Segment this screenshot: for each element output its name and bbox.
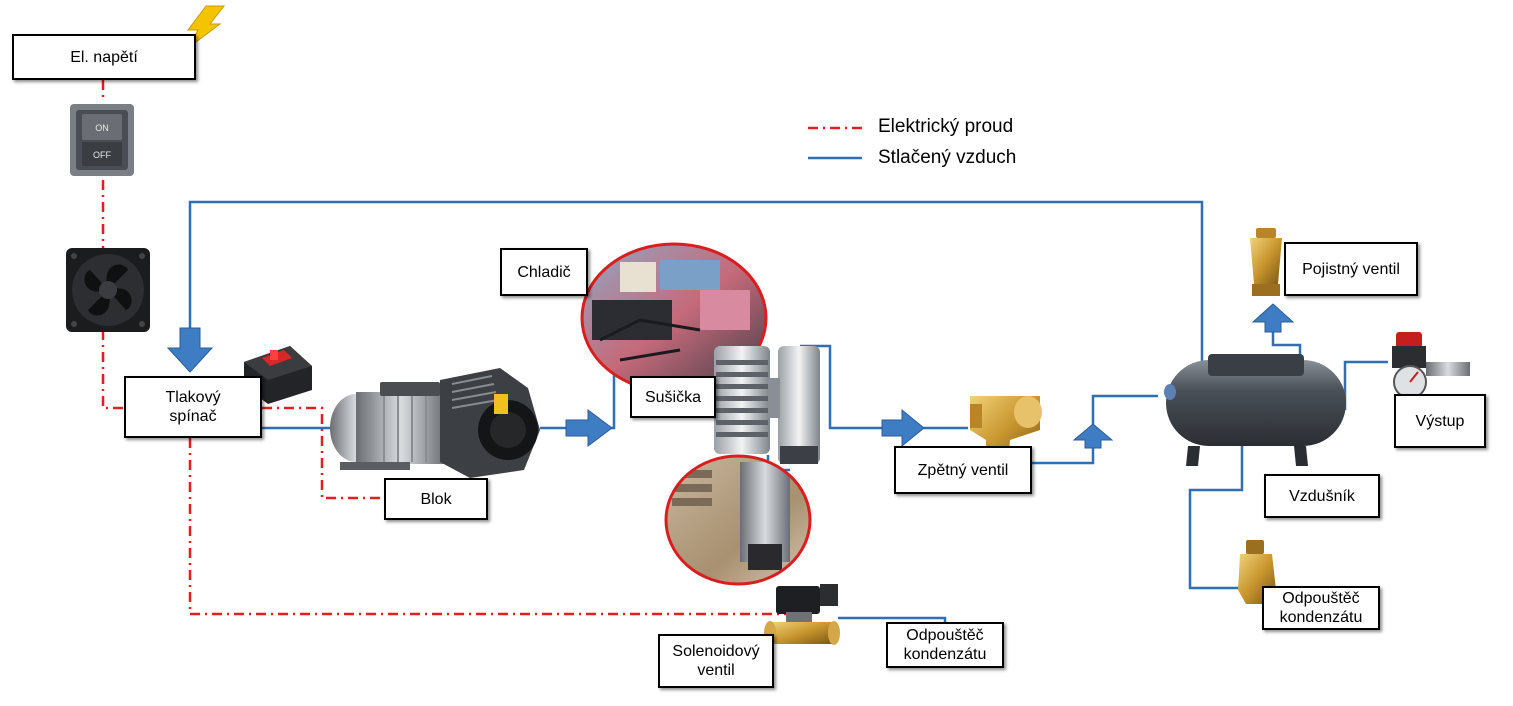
- dryer-icon: [714, 346, 820, 464]
- switch-off-text: OFF: [93, 150, 111, 160]
- label-drain-tank: Odpouštěč kondenzátu: [1262, 586, 1380, 630]
- label-safety-valve: Pojistný ventil: [1284, 242, 1418, 296]
- rocker-switch-icon: ON OFF: [70, 104, 134, 176]
- label-solenoid-valve: Solenoidový ventil: [658, 634, 774, 688]
- electric-wiring: [101, 80, 862, 616]
- label-block: Blok: [384, 478, 488, 520]
- label-pressure-switch: Tlakový spínač: [124, 376, 262, 438]
- arrow-right-to-dryer: [565, 409, 613, 447]
- label-outlet: Výstup: [1394, 394, 1486, 448]
- flow-arrows: [166, 303, 1295, 449]
- drain-photo: [664, 454, 812, 586]
- wire-pressure-switch-to-solenoid: [188, 438, 795, 616]
- arrow-up-to-tank: [1072, 423, 1114, 449]
- legend-air-label: Stlačený vzduch: [878, 147, 1017, 168]
- label-voltage: El. napětí: [12, 34, 196, 80]
- fan-icon: [66, 248, 150, 332]
- pipe-tank-to-drain: [1188, 445, 1244, 590]
- pipe-tank-to-outlet: [1343, 360, 1388, 410]
- label-tank: Vzdušník: [1264, 474, 1380, 518]
- legend-electric-label: Elektrický proud: [878, 116, 1014, 137]
- pipe-dryer-to-check: [800, 344, 968, 430]
- label-check-valve: Zpětný ventil: [894, 446, 1032, 494]
- label-drain-solenoid: Odpouštěč kondenzátu: [886, 622, 1004, 668]
- wire-pressure-switch-to-block: [262, 406, 384, 500]
- solenoid-valve-icon: [764, 584, 840, 645]
- label-dryer: Sušička: [630, 376, 716, 418]
- regulator-icon: [1392, 332, 1470, 399]
- tank-icon: [1164, 354, 1346, 466]
- lightning-icon: [187, 5, 226, 49]
- switch-on-text: ON: [95, 123, 109, 133]
- cooler-photo: [580, 242, 768, 394]
- safety-valve-icon: [1250, 228, 1282, 296]
- arrow-up-to-safety: [1251, 303, 1295, 333]
- wire-fan-to-pressure-switch: [101, 330, 124, 410]
- motor-icon: [330, 368, 540, 478]
- arrow-right-to-check: [881, 408, 925, 448]
- label-cooler: Chladič: [500, 248, 588, 296]
- arrow-down-to-switch: [166, 327, 214, 373]
